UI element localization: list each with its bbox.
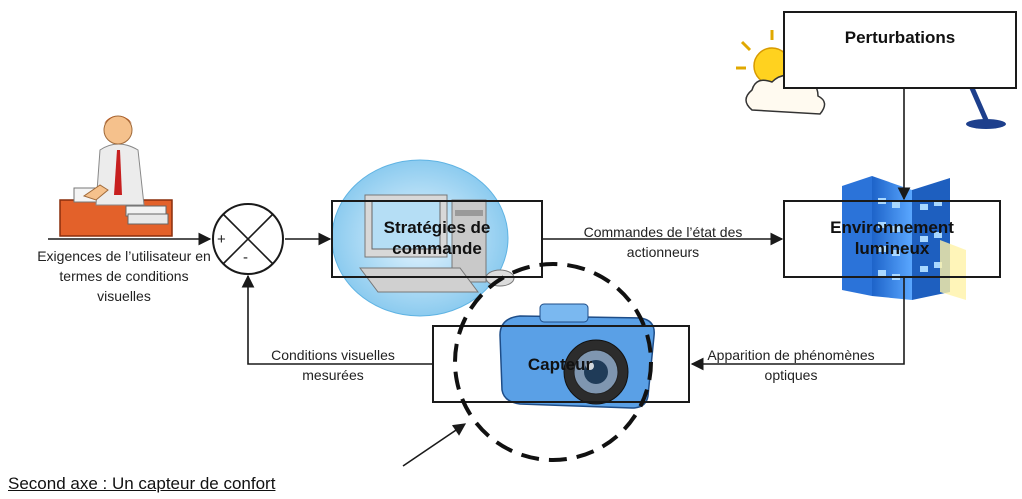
perturbations-box bbox=[783, 11, 1017, 89]
junction-plus-sign: + bbox=[217, 231, 226, 248]
commands-signal-label: Commandes de l’état des actionneurs bbox=[583, 224, 743, 260]
summing-junction bbox=[212, 203, 284, 275]
perturbations-title: Perturbations bbox=[844, 28, 956, 47]
input-signal-label: Exigences de l’utilisateur en termes de … bbox=[37, 248, 211, 304]
camera-illustration bbox=[499, 303, 655, 409]
feedback-signal-label: Conditions visuelles mesurées bbox=[271, 347, 395, 383]
feedback-arrow bbox=[241, 274, 433, 365]
sensor-highlight-dashed-circle bbox=[453, 262, 653, 462]
sensor-title: Capteur bbox=[527, 355, 593, 374]
optical-signal-label: Apparition de phénomènes optiques bbox=[707, 347, 875, 383]
environment-title: Environnement lumineux bbox=[830, 218, 954, 258]
pointer-arrow bbox=[402, 423, 467, 467]
junction-minus-sign: - bbox=[243, 249, 248, 266]
figure-caption: Second axe : Un capteur de confort bbox=[8, 474, 276, 493]
strategies-title: Stratégies de commande bbox=[383, 218, 491, 258]
building-illustration bbox=[842, 176, 966, 300]
environment-box bbox=[783, 200, 1001, 278]
environment-to-sensor-arrow bbox=[690, 277, 905, 371]
user-at-desk-illustration bbox=[59, 115, 173, 237]
